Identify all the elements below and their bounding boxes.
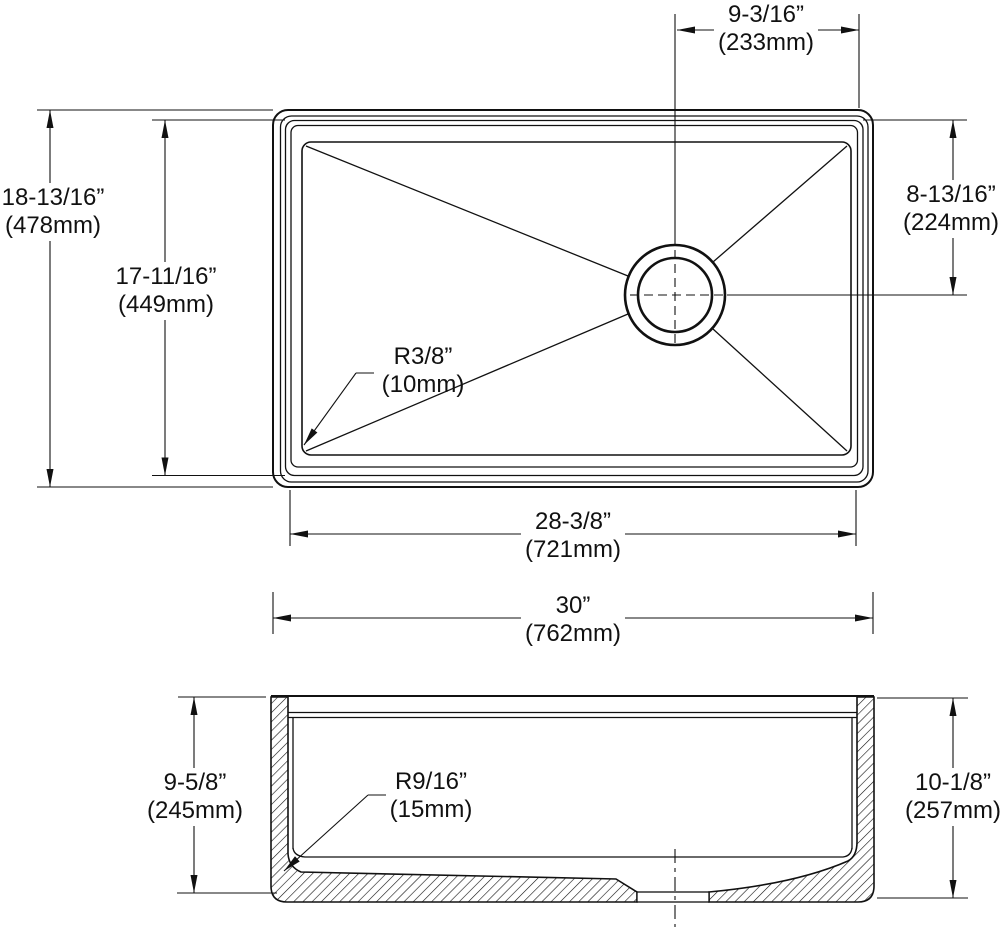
dimension-mm: (257mm) [904, 797, 1000, 824]
dimension-mm: (449mm) [117, 291, 214, 318]
dimension-mm: (245mm) [146, 797, 244, 824]
dimension-label-overall-width: 30” (762mm) [520, 591, 626, 649]
dimension-label-bowl-width: 28-3/8” (721mm) [520, 507, 626, 565]
dimension-label-drain-offset-horizontal: 9-3/16” (233mm) [713, 0, 819, 58]
dimension-label-overall-depth: 18-13/16” (478mm) [0, 183, 109, 241]
dimension-inches: 9-3/16” [727, 1, 805, 28]
dimension-mm: (478mm) [4, 212, 101, 239]
dimension-inches: R3/8” [393, 343, 453, 370]
dimension-inches: 17-11/16” [115, 263, 217, 290]
dimension-mm: (10mm) [381, 371, 465, 398]
dimension-label-bowl-depth: 17-11/16” (449mm) [111, 262, 221, 320]
dimension-inches: 9-5/8” [163, 769, 227, 796]
dimension-label-overall-height: 10-1/8” (257mm) [900, 768, 1000, 826]
dimension-inches: R9/16” [394, 768, 468, 795]
section-view-sink-outline [270, 695, 875, 927]
dimension-label-corner-radius: R3/8” (10mm) [382, 343, 465, 399]
section-view-dimension-lines [177, 696, 968, 899]
dimension-mm: (233mm) [717, 29, 815, 56]
drain-recess [636, 891, 710, 903]
dimension-label-bottom-radius: R9/16” (15mm) [390, 768, 473, 824]
top-view-sink-outline [272, 109, 874, 488]
top-view-drain [623, 14, 967, 347]
dimension-inches: 10-1/8” [914, 769, 992, 796]
dimension-mm: (224mm) [902, 209, 1000, 236]
dimension-mm: (762mm) [524, 620, 622, 647]
dimension-inches: 8-13/16” [906, 181, 996, 208]
dimension-inches: 28-3/8” [534, 508, 612, 535]
dimension-label-drain-offset-vertical: 8-13/16” (224mm) [898, 180, 1000, 238]
top-view-dimension-lines [37, 14, 967, 634]
dimension-inches: 18-13/16” [1, 184, 105, 211]
dimension-mm: (15mm) [389, 796, 473, 823]
dimension-label-inside-depth: 9-5/8” (245mm) [142, 768, 248, 826]
dimension-mm: (721mm) [524, 536, 622, 563]
dimension-inches: 30” [555, 592, 591, 619]
